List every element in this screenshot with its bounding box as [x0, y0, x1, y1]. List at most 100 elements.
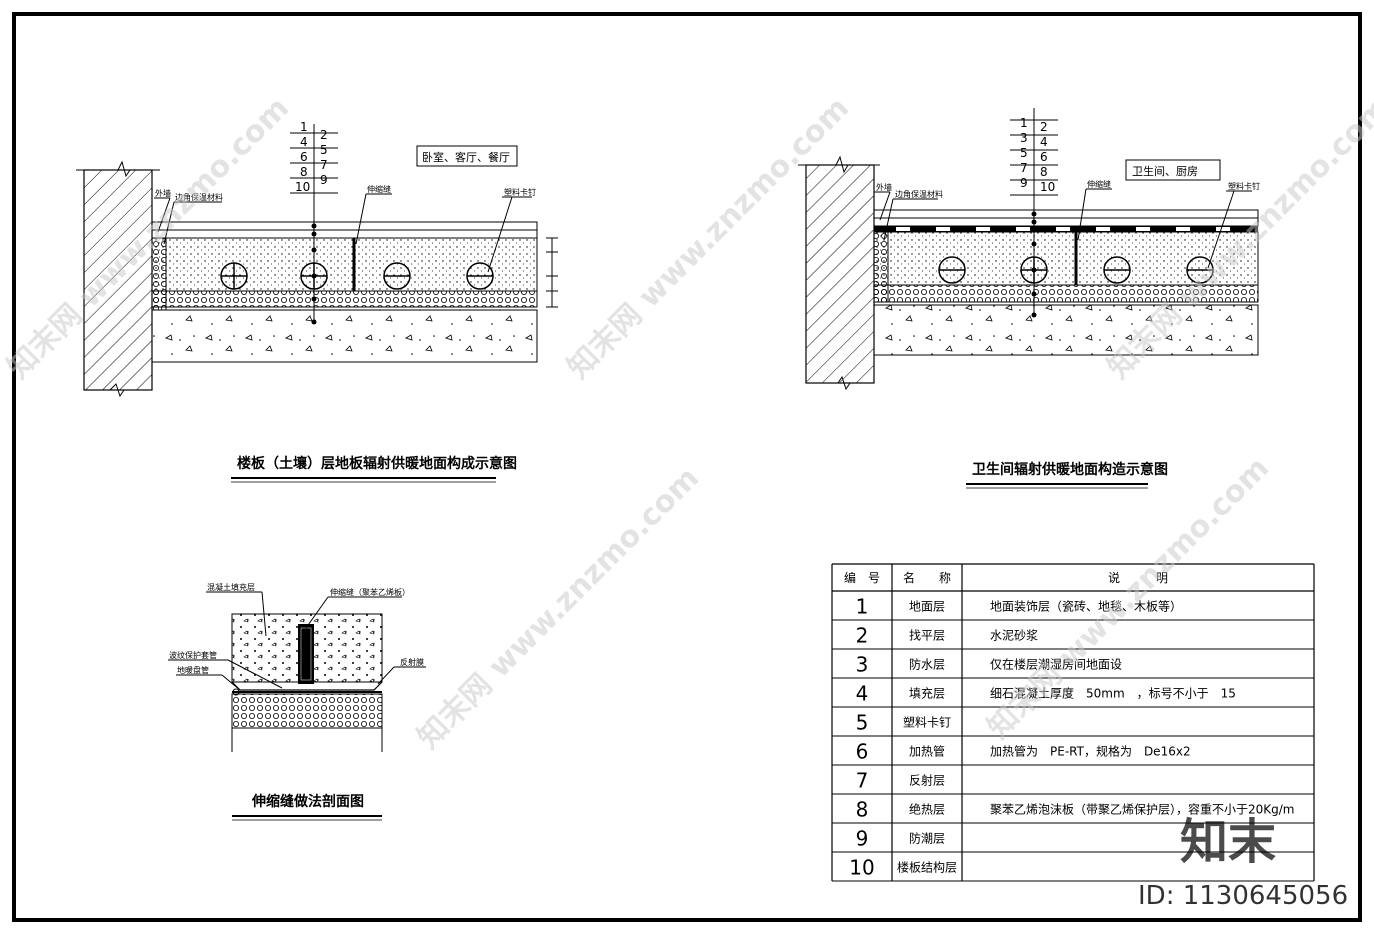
watermark-layer: 知末网 www.znzmo.com 知末网 www.znzmo.com 知末网 …: [1, 91, 1374, 911]
layer-index-left: 3: [1020, 131, 1028, 145]
waterproof-gaps: [896, 227, 1230, 231]
table-row-name: 塑料卡钉: [903, 715, 951, 730]
layer-index-right: 2: [320, 128, 328, 142]
surface-layer: [151, 221, 538, 231]
table-row-name: 楼板结构层: [897, 860, 957, 875]
layer-index-left: 1: [300, 120, 308, 134]
table-row-desc: 仅在楼层潮湿房间地面设: [990, 657, 1122, 672]
drawing-3-title: 伸缩缝做法剖面图: [251, 793, 364, 810]
table-row-desc: 加热管为 PE-RT，规格为 De16x2: [990, 744, 1191, 759]
joint-board-hatch: [300, 627, 312, 681]
table-row-number: 1: [856, 595, 869, 619]
table-row-number: 4: [856, 682, 869, 706]
table-row-number: 2: [856, 624, 869, 648]
leveling-layer: [873, 217, 1259, 227]
sheet-border: [12, 12, 1362, 922]
table-row-number: 6: [856, 740, 869, 764]
watermark-site: 知末网 www.znzmo.com: [411, 461, 706, 756]
drawing-1-floor-section: 1 4 6 8 10 2 5 7 9 卧室、客厅、餐厅 外墙 边角保温材料 伸缩…: [76, 120, 558, 483]
pipe-circle: [232, 688, 240, 696]
break-line: [798, 155, 880, 174]
insulation-layer: [151, 290, 538, 308]
callout-leaders: [874, 188, 1252, 269]
break-line: [76, 160, 160, 178]
table-row-name: 防潮层: [909, 831, 945, 846]
callout-edge-insulation: 边角保温材料: [175, 192, 223, 202]
watermark-site: 知末网 www.znzmo.com: [981, 451, 1276, 746]
filling-layer: [151, 237, 538, 292]
table-row-name: 绝热层: [909, 802, 945, 817]
layer-index-left: 1: [1020, 116, 1028, 130]
table-row-name: 填充层: [909, 686, 945, 701]
table-row-number: 10: [849, 856, 874, 880]
break-line: [109, 383, 125, 398]
table-header-desc: 说 明: [1108, 570, 1168, 585]
table-row-name: 地面层: [909, 600, 945, 614]
layer-index-right: 2: [1040, 120, 1048, 134]
callout-clip: 塑料卡钉: [1228, 181, 1260, 191]
table-row-name: 反射层: [909, 773, 945, 788]
layer-index-right: 10: [1040, 180, 1055, 194]
table-row-desc: 地面装饰层（瓷砖、地毯、木板等）: [990, 599, 1182, 614]
legend-table: 1 地面层 地面装饰层（瓷砖、地毯、木板等） 2 找平层 水泥砂浆 3 防水层 仅在楼层潮湿房间…: [831, 563, 1315, 882]
layer-nodes: [1031, 211, 1037, 318]
layer-index-left: 4: [300, 135, 308, 149]
table-row-name: 防水层: [909, 657, 945, 672]
drawing-2-bathroom-section: 1 3 5 7 9 2 4 6 8 10 卫生间、厨房 外墙 边角保温材料 伸缩…: [798, 108, 1260, 489]
dimension-marks: [546, 237, 558, 308]
table-row-desc: 水泥砂浆: [990, 628, 1038, 643]
slab-layer: [151, 309, 538, 363]
callout-joint: 伸缩缝（聚苯乙烯板）: [330, 587, 410, 597]
layer-index-right: 9: [320, 173, 328, 187]
room-tag-box: [416, 145, 518, 167]
layer-index-right: 5: [320, 143, 328, 157]
callout-edge-insulation: 边角保温材料: [895, 189, 943, 199]
leveling-layer: [151, 229, 538, 239]
table-row-name: 加热管: [909, 744, 945, 759]
callout-clip: 塑料卡钉: [504, 187, 536, 197]
callout-leaders: [154, 193, 532, 273]
table-row-number: 3: [856, 653, 869, 677]
callout-heating-pipe: 地暖盘管: [177, 665, 209, 675]
break-line: [837, 375, 851, 391]
layer-index-left: 6: [300, 150, 308, 164]
table-row-number: 7: [856, 769, 869, 793]
slab-layer: [873, 304, 1259, 356]
room-tag: 卧室、客厅、餐厅: [422, 150, 510, 164]
watermark-logo: 知末: [1180, 814, 1276, 870]
layer-index-left: 10: [295, 180, 310, 194]
table-row-number: 8: [856, 798, 869, 822]
layer-index-left: 5: [1020, 146, 1028, 160]
insulation-block: [231, 693, 383, 729]
callout-reflective: 反射膜: [400, 657, 424, 667]
callout-leaders: [168, 591, 426, 691]
room-tag-box: [1125, 159, 1221, 181]
callout-fill-layer: 混凝土填充层: [207, 582, 255, 592]
insulation-layer: [873, 284, 1259, 303]
table-header-number: 编 号: [844, 570, 880, 585]
table-row-desc: 聚苯乙烯泡沫板（带聚乙烯保护层），容重不小于20Kg/m: [990, 802, 1295, 817]
layer-index-left: 7: [1020, 161, 1028, 175]
layer-index-right: 6: [1040, 150, 1048, 164]
drawing-3-joint-detail: 混凝土填充层 伸缩缝（聚苯乙烯板） 波纹保护套管 地暖盘管 反射膜 伸缩缝做法剖…: [168, 582, 426, 821]
callout-wall: 外墙: [876, 182, 892, 192]
table-row-number: 9: [856, 827, 869, 851]
watermark-id: ID: 1130645056: [1138, 881, 1348, 911]
layer-index-right: 4: [1040, 135, 1048, 149]
surface-layer: [873, 209, 1259, 219]
wall-hatch: [805, 164, 875, 384]
callout-sleeve: 波纹保护套管: [169, 650, 217, 660]
layer-index-right: 7: [320, 158, 328, 172]
layer-nodes: [311, 223, 317, 325]
room-tag: 卫生间、厨房: [1132, 164, 1198, 178]
drawing-2-title: 卫生间辐射供暖地面构造示意图: [972, 461, 1168, 478]
layer-index-leader: [290, 124, 338, 322]
layer-index-right: 8: [1040, 165, 1048, 179]
callout-expansion-joint: 伸缩缝: [367, 184, 391, 194]
table-row-name: 找平层: [909, 629, 945, 643]
reflective-film: [231, 681, 383, 691]
callout-expansion-joint: 伸缩缝: [1087, 179, 1111, 189]
drawing-1-title: 楼板（土壤）层地板辐射供暖地面构成示意图: [237, 455, 517, 472]
layer-index-left: 9: [1020, 176, 1028, 190]
